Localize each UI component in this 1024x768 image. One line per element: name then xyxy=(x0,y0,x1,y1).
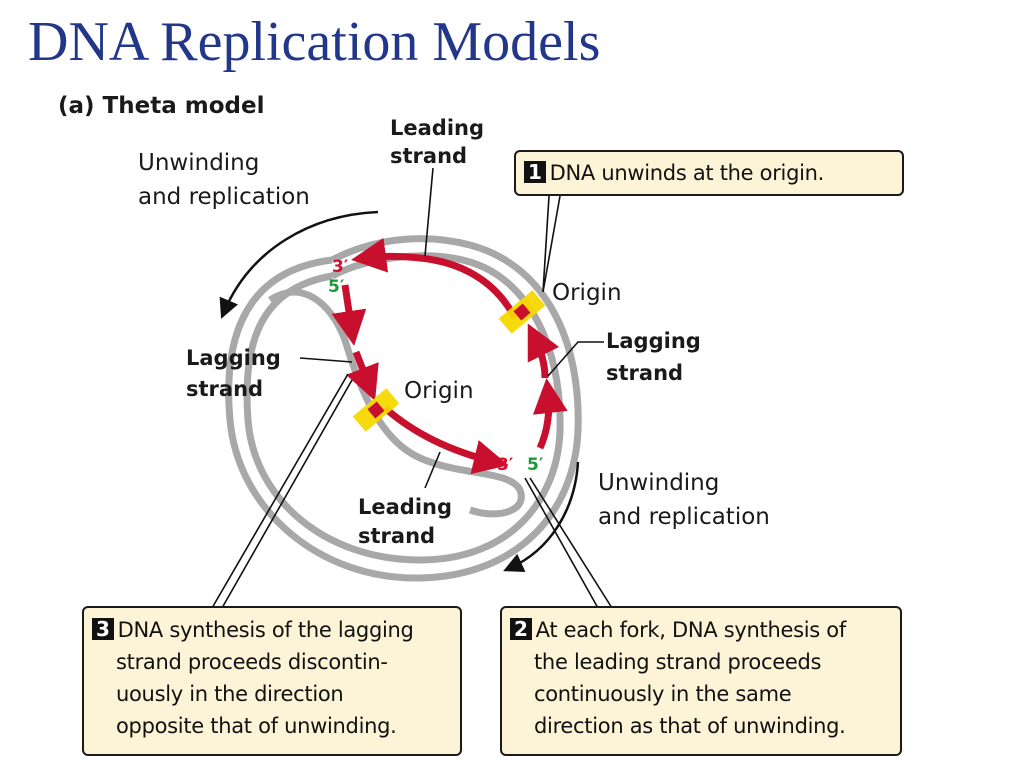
slide-title: DNA Replication Models xyxy=(28,11,601,73)
origin-right-marker xyxy=(498,290,546,334)
new-strands xyxy=(331,237,568,475)
leading-strand-bottom xyxy=(382,405,509,475)
leader-lines xyxy=(211,167,613,609)
callout-1-number: 1 xyxy=(524,161,546,183)
three-prime-label-top: 3′ xyxy=(332,257,349,277)
origin-label-center: Origin xyxy=(404,378,474,404)
callout-3-number: 3 xyxy=(92,618,114,640)
lagging-strand-left-2 xyxy=(346,350,379,402)
leading-strand-top xyxy=(351,237,519,320)
panel-label: (a) Theta model xyxy=(58,93,264,119)
unwinding-label-bottom: Unwinding and replication xyxy=(598,470,770,530)
unwinding-label-top: Unwinding and replication xyxy=(138,150,310,210)
callout-2-number: 2 xyxy=(510,618,532,640)
lagging-strand-right-2 xyxy=(527,323,560,379)
lagging-strand-label-left: Lagging strand xyxy=(186,346,288,401)
lagging-strand-left-1 xyxy=(331,284,367,346)
leading-strand-label-top: Leading strand xyxy=(390,116,491,168)
three-prime-label-bottom: 3′ xyxy=(497,455,514,475)
unwinding-arrow-top xyxy=(219,210,379,319)
five-prime-label-top: 5′ xyxy=(328,277,345,297)
lagging-strand-label-right: Lagging strand xyxy=(606,329,708,385)
origin-label-right: Origin xyxy=(552,280,622,306)
lagging-strand-right-1 xyxy=(532,378,568,450)
five-prime-label-bottom: 5′ xyxy=(527,455,544,475)
unwinding-arrow-bottom xyxy=(503,461,580,572)
origin-center-marker xyxy=(352,388,400,432)
leading-strand-label-bottom: Leading strand xyxy=(358,495,459,548)
